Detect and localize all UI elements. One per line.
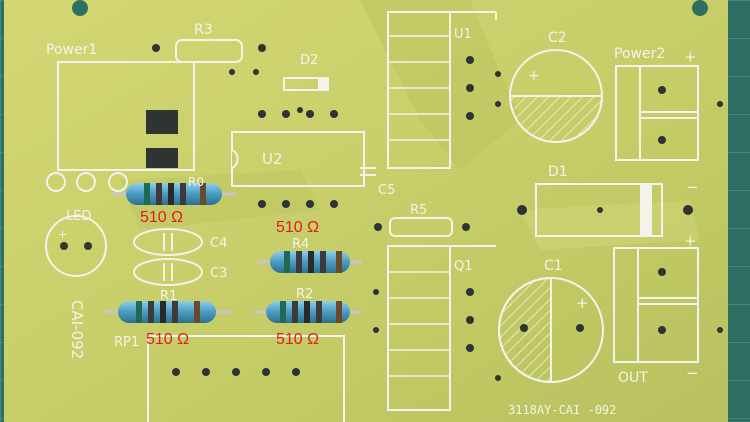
u1-pads bbox=[466, 56, 474, 120]
c2-hatched-half bbox=[508, 95, 604, 143]
d1-minus: − bbox=[686, 178, 699, 196]
label-power2: Power2 bbox=[614, 46, 665, 62]
c4-outline bbox=[133, 228, 203, 256]
r3-outline bbox=[175, 39, 243, 63]
led-plus: + bbox=[58, 228, 67, 241]
rp1-pads bbox=[172, 368, 300, 376]
power1-outline bbox=[57, 61, 195, 171]
label-c5: C5 bbox=[378, 183, 395, 198]
label-r2: R2 bbox=[296, 287, 313, 302]
led-outline bbox=[45, 215, 107, 277]
power1-slot bbox=[146, 110, 178, 134]
q1-pads bbox=[466, 288, 474, 352]
label-r3: R3 bbox=[194, 22, 213, 38]
via-holes bbox=[229, 69, 723, 381]
power1-pin-minus bbox=[108, 172, 128, 192]
out-plus: + bbox=[684, 232, 697, 250]
label-out: OUT bbox=[618, 370, 648, 386]
label-r0: R0 bbox=[188, 175, 204, 189]
c3-outline bbox=[133, 258, 203, 286]
q1-outline bbox=[387, 245, 451, 411]
c1-plus: + bbox=[576, 294, 589, 312]
u2-pads bbox=[258, 110, 338, 208]
label-c2: C2 bbox=[548, 30, 567, 46]
label-r4: R4 bbox=[292, 237, 309, 252]
u1-outline bbox=[387, 11, 451, 169]
pcb-board bbox=[4, 0, 728, 422]
power2-plus: + bbox=[684, 48, 697, 66]
annotation-r4-value: 510 Ω bbox=[276, 219, 319, 236]
label-u2: U2 bbox=[262, 150, 283, 168]
out-minus: − bbox=[686, 364, 699, 382]
d1-outline bbox=[535, 183, 663, 237]
copper-trace-shade bbox=[520, 200, 700, 250]
label-c3: C3 bbox=[210, 266, 227, 281]
r5-outline bbox=[389, 217, 453, 237]
c2-plus: + bbox=[528, 68, 540, 84]
label-d1: D1 bbox=[548, 164, 568, 180]
label-rp1: RP1 bbox=[114, 335, 139, 350]
label-q1: Q1 bbox=[454, 259, 473, 274]
annotation-r2-value: 510 Ω bbox=[276, 331, 319, 348]
via-hole bbox=[152, 44, 160, 52]
u2-notch bbox=[231, 149, 239, 169]
label-board-code-bottom: 3118AY-CAI -092 bbox=[508, 403, 616, 417]
annotation-r0-value: 510 Ω bbox=[140, 209, 183, 226]
resistor-r0 bbox=[112, 183, 236, 205]
label-board-code-left: CAI-092 bbox=[68, 300, 86, 359]
mount-hole bbox=[692, 0, 708, 16]
label-r1: R1 bbox=[160, 289, 177, 304]
power1-slot bbox=[146, 148, 178, 168]
label-d2: D2 bbox=[300, 53, 318, 68]
annotation-r1-value: 510 Ω bbox=[146, 331, 189, 348]
rp1-outline bbox=[147, 335, 345, 422]
resistor-r1 bbox=[104, 301, 232, 323]
via-hole bbox=[258, 44, 266, 52]
resistor-r4 bbox=[258, 251, 362, 273]
power1-pin bbox=[76, 172, 96, 192]
resistor-r2 bbox=[254, 301, 362, 323]
d1-band bbox=[640, 184, 652, 236]
d2-band bbox=[318, 78, 328, 90]
power1-pin-plus bbox=[46, 172, 66, 192]
label-power1: Power1 bbox=[46, 42, 97, 58]
copper-trace-shade bbox=[360, 0, 520, 170]
label-u1: U1 bbox=[454, 27, 472, 42]
mount-hole bbox=[72, 0, 88, 16]
label-c1: C1 bbox=[544, 258, 563, 274]
label-r5: R5 bbox=[410, 203, 427, 218]
label-c4: C4 bbox=[210, 236, 227, 251]
